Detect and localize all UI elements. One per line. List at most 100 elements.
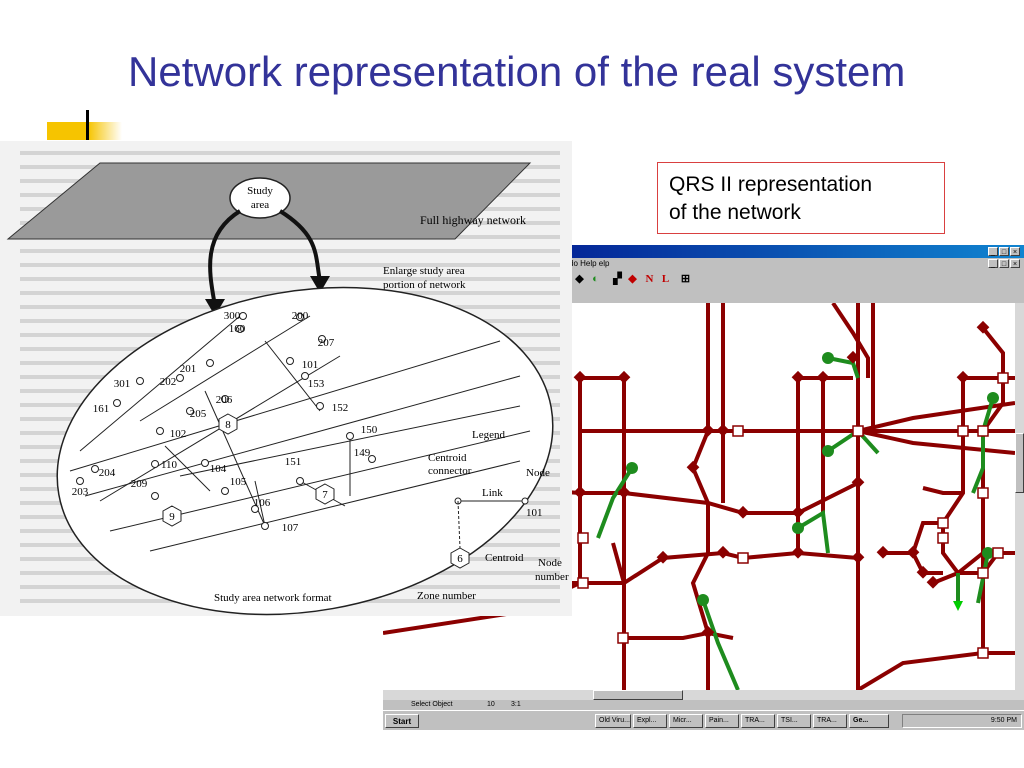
full-network-label: Full highway network [420, 213, 526, 227]
grid-tool-icon[interactable]: ⊞ [680, 273, 691, 285]
node-label: 201 [180, 363, 197, 375]
status-label: Select Object [411, 701, 453, 708]
enlarge-label-1: Enlarge study area [383, 265, 465, 277]
figure-legend: Legend Centroid connector Node Link 101 … [417, 429, 569, 602]
legend-node-id: 101 [526, 507, 543, 519]
node-label: 152 [332, 402, 349, 414]
doc-restore-icon[interactable]: □ [999, 259, 1009, 268]
arrow-tool-icon[interactable]: ◆ [575, 273, 584, 285]
legend-connector-2: connector [428, 465, 472, 477]
taskbar-item[interactable]: Micr... [669, 714, 703, 728]
legend-zone-number: Zone number [417, 590, 476, 602]
zone-label: 8 [225, 419, 231, 431]
map-vertical-scrollbar[interactable] [1015, 303, 1024, 690]
horizontal-scroll-thumb[interactable] [593, 690, 683, 700]
arrowhead-left-icon [205, 299, 225, 316]
node-label: 202 [160, 376, 177, 388]
minimize-icon[interactable]: _ [988, 247, 998, 256]
close-icon[interactable]: × [1010, 247, 1020, 256]
callout-line-1: QRS II representation [669, 173, 873, 196]
status-field-2: 3:1 [511, 701, 521, 708]
map-horizontal-scrollbar[interactable] [383, 690, 1024, 700]
legend-centroid: Centroid [485, 552, 524, 564]
doc-close-icon[interactable]: × [1010, 259, 1020, 268]
status-field-1: 10 [487, 701, 495, 708]
centroids [626, 352, 999, 606]
figure-node-labels: 300 160 200 207 101 153 201 202 301 161 … [72, 310, 378, 534]
link-tool-icon[interactable]: ▞ [613, 273, 622, 285]
document-window-controls: _ □ × [988, 259, 1022, 269]
taskbar-item[interactable]: Pain... [705, 714, 739, 728]
arrowhead-right-icon [310, 276, 330, 293]
taskbar-item[interactable]: TRA... [813, 714, 847, 728]
taskbar-item-active[interactable]: Ge... [849, 714, 889, 728]
node-tool-icon[interactable]: ◆ [628, 273, 637, 285]
node-label: 301 [114, 378, 131, 390]
network-figure: Study area Full highway network Enlarge … [6, 151, 569, 616]
node-label: 106 [254, 497, 271, 509]
taskbar-item[interactable]: TSI... [777, 714, 811, 728]
node-label: 153 [308, 378, 325, 390]
figure-nodes [76, 312, 376, 530]
qrs-callout: QRS II representation of the network [657, 162, 945, 234]
app-statusbar: Select Object 10 3:1 [383, 700, 1024, 710]
titlebar-window-controls: _ □ × [988, 247, 1022, 257]
node-letter-button[interactable]: N [645, 273, 654, 285]
vertical-scroll-thumb[interactable] [1015, 433, 1024, 493]
node-label: 149 [354, 447, 371, 459]
title-accent-tick [86, 110, 89, 140]
node-label: 150 [361, 424, 378, 436]
node-label: 300 [224, 310, 241, 322]
zone-connector-nodes [577, 372, 1009, 659]
study-area-label-2: area [251, 199, 269, 211]
legend-title: Legend [472, 429, 505, 441]
legend-node: Node [526, 467, 550, 479]
node-label: 151 [285, 456, 302, 468]
legend-node-number-1: Node [538, 557, 562, 569]
enlarge-label-2: portion of network [383, 279, 466, 291]
node-label: 205 [190, 408, 207, 420]
title-accent-bar [47, 122, 122, 140]
scanned-figure: Study area Full highway network Enlarge … [0, 141, 572, 616]
node-label: 105 [230, 476, 247, 488]
legend-link: Link [482, 487, 503, 499]
study-area-oval [229, 177, 291, 219]
doc-minimize-icon[interactable]: _ [988, 259, 998, 268]
zone-number-labels: 8 7 9 6 [169, 419, 463, 565]
link-letter-button[interactable]: L [661, 273, 670, 285]
zoom-arrow-left [208, 209, 242, 307]
taskbar-item[interactable]: TRA... [741, 714, 775, 728]
selection-arrow-icon [953, 601, 963, 611]
menu-help[interactable]: do Help elp [569, 259, 610, 268]
network-map-canvas [383, 301, 1016, 692]
node-label: 107 [282, 522, 299, 534]
legend-node-number-2: number [535, 571, 569, 583]
zoom-arrow-right [278, 209, 322, 282]
node-label: 104 [210, 463, 227, 475]
zone-label: 7 [322, 489, 328, 501]
node-label: 160 [229, 323, 246, 335]
taskbar-item[interactable]: Old Viru... [595, 714, 631, 728]
connector-tool-icon[interactable]: ◐ [592, 273, 599, 285]
node-label: 204 [99, 467, 116, 479]
node-label: 200 [292, 310, 309, 322]
legend-connector-1: Centroid [428, 452, 467, 464]
node-label: 102 [170, 428, 187, 440]
slide-title: Network representation of the real syste… [128, 48, 906, 95]
callout-line-2: of the network [669, 201, 801, 224]
node-label: 209 [131, 478, 148, 490]
node-label: 161 [93, 403, 110, 415]
node-label: 206 [216, 394, 233, 406]
windows-taskbar: Start Old Viru... Expl... Micr... Pain..… [383, 710, 1024, 730]
start-button[interactable]: Start [385, 714, 419, 728]
study-area-ellipse [56, 286, 554, 616]
maximize-icon[interactable]: □ [999, 247, 1009, 256]
node-label: 101 [302, 359, 319, 371]
taskbar-item[interactable]: Expl... [633, 714, 667, 728]
zone-label: 9 [169, 511, 175, 523]
zone-hexagons [162, 413, 470, 569]
node-label: 207 [318, 337, 335, 349]
node-label: 203 [72, 486, 89, 498]
node-label: 110 [161, 459, 178, 471]
figure-caption: Study area network format [214, 592, 332, 604]
